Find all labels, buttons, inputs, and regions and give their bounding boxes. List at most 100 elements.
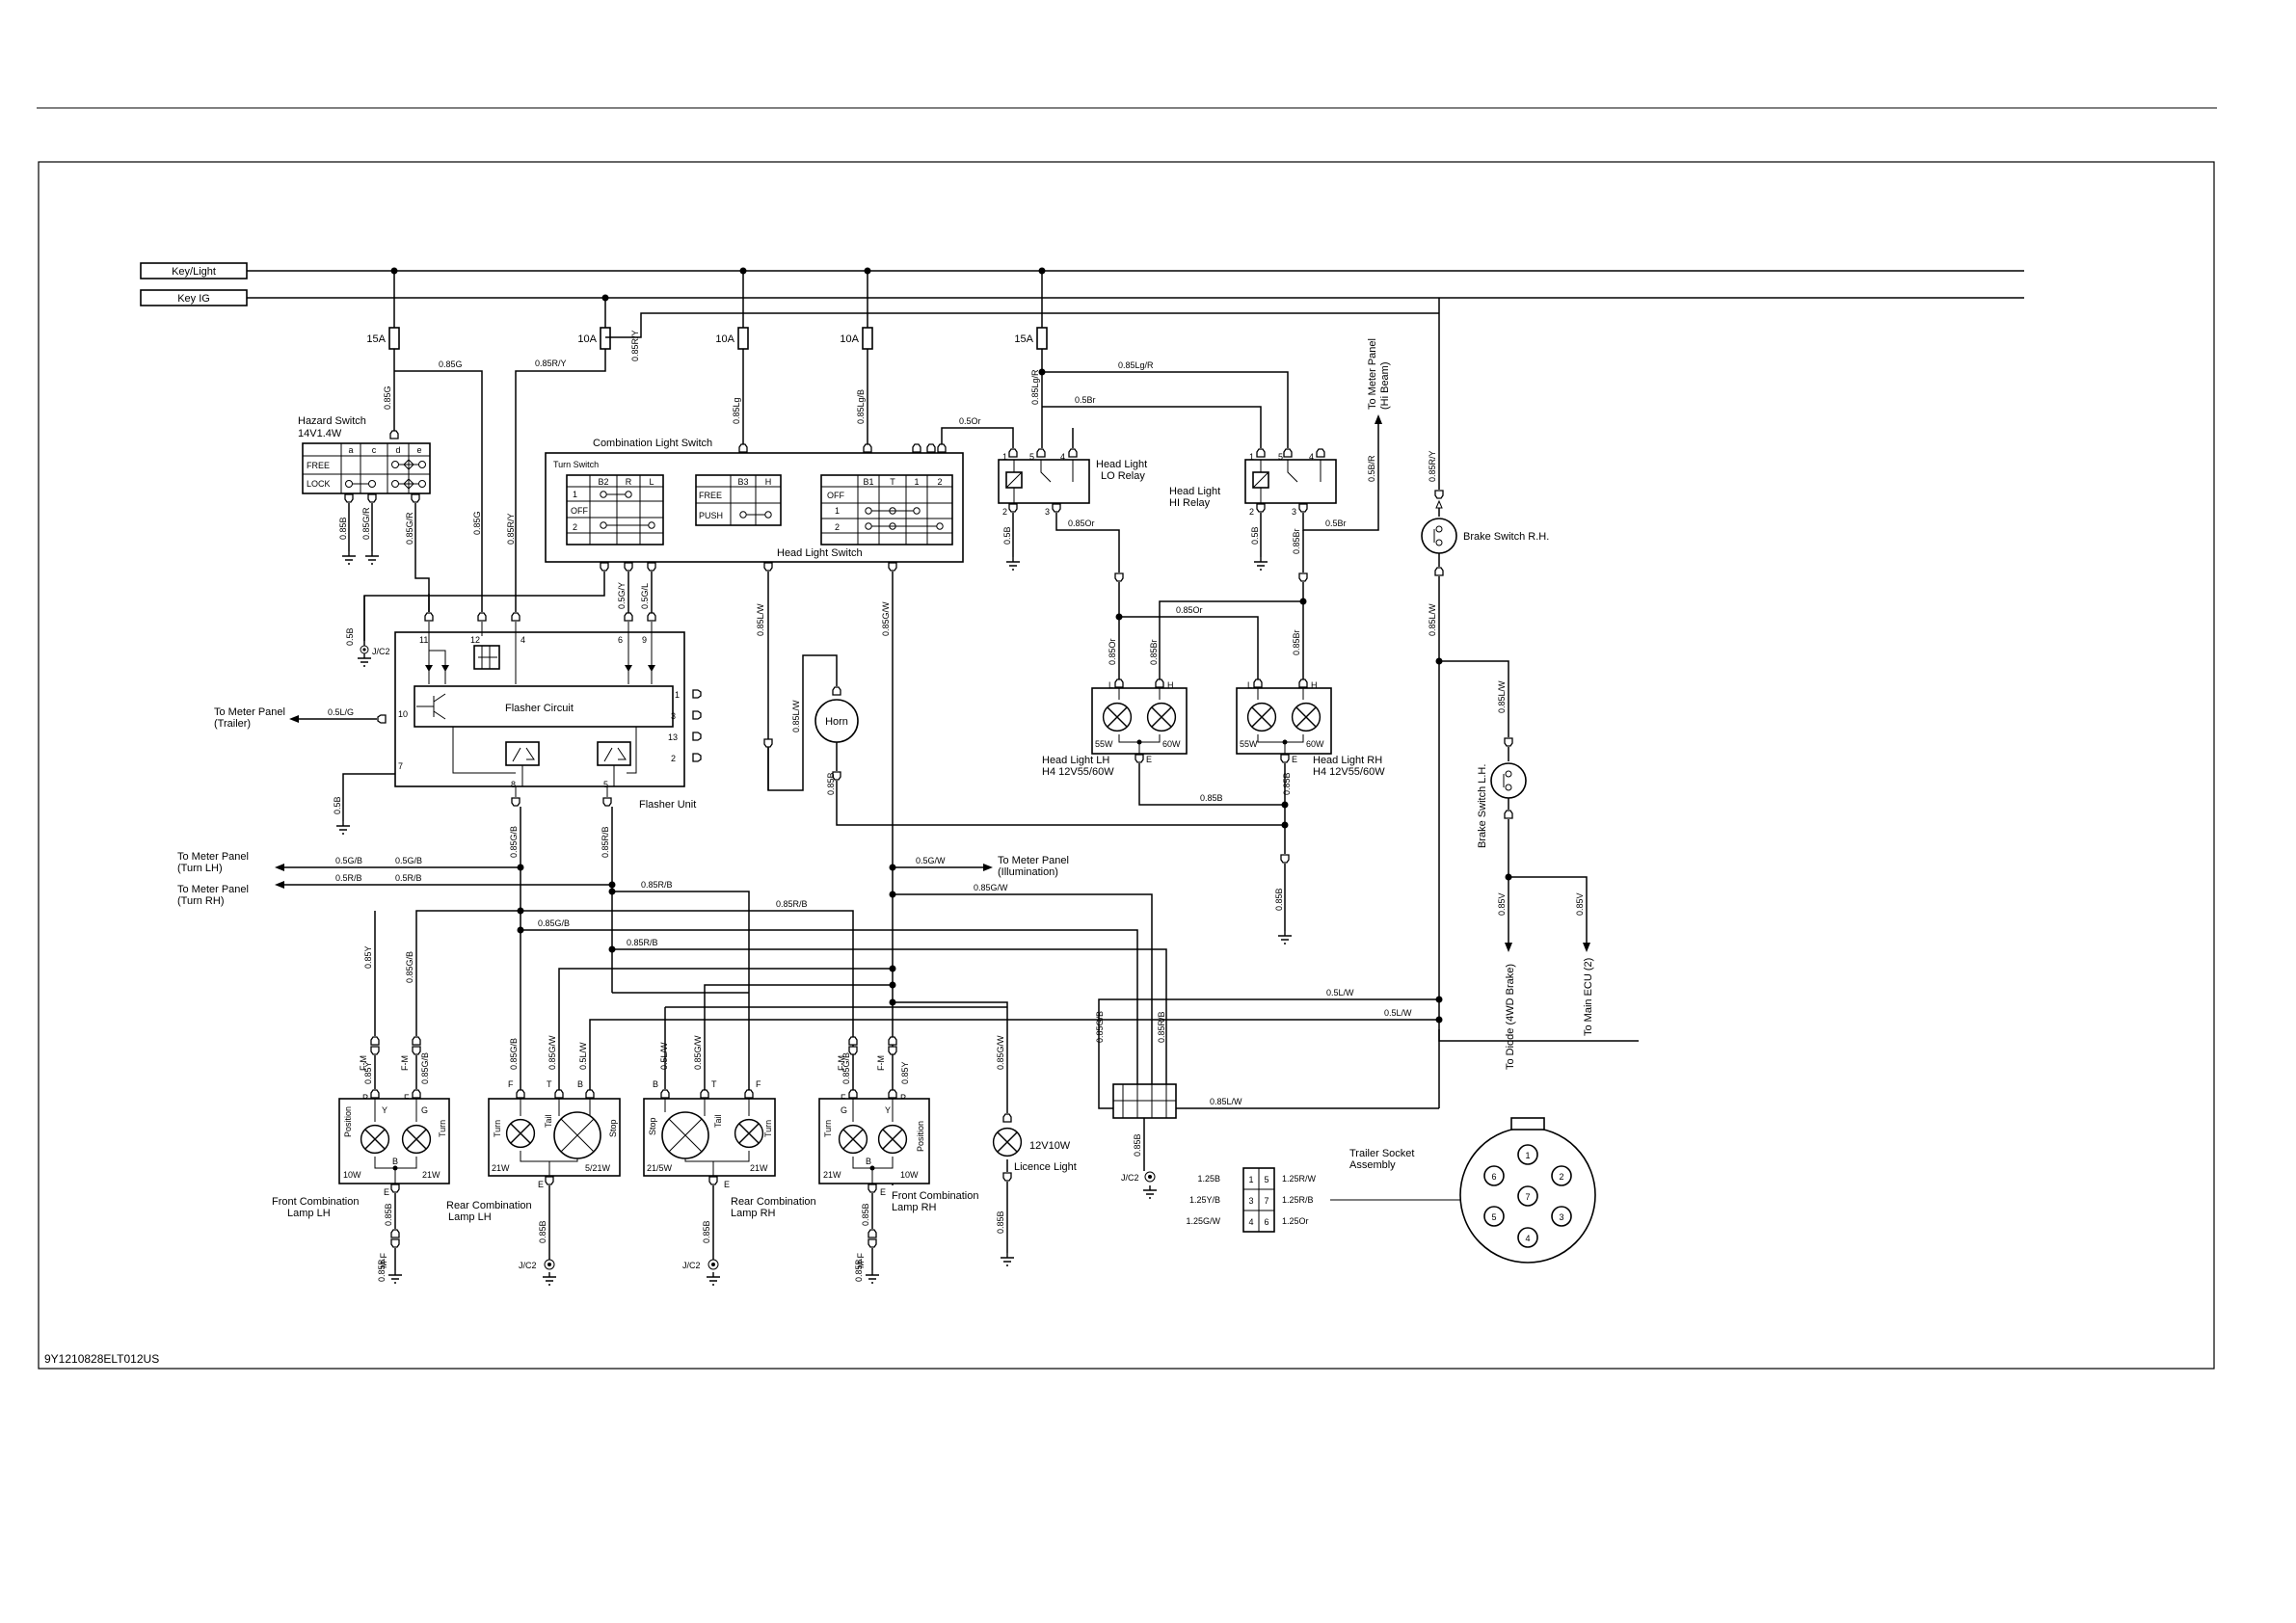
fuse-group: 15A 10A 10A 10A 15A 0.85R/Y 0.85R/Y 0.85… xyxy=(366,267,1440,612)
lamp-pin: B xyxy=(653,1079,658,1089)
fuse-label: 10A xyxy=(840,333,859,345)
hazard-switch-spec: 14V1.4W xyxy=(298,428,342,439)
wire-label: 0.85B xyxy=(702,1220,711,1243)
wire-label: 0.5G/Y xyxy=(617,582,627,609)
wire-label: 0.85B xyxy=(377,1259,387,1282)
socket-wire: 1.25Or xyxy=(1282,1216,1309,1226)
lamp-pin: E xyxy=(384,1187,389,1197)
lamp-name: Front Combination xyxy=(272,1196,360,1208)
head-switch-col: 2 xyxy=(937,477,942,487)
turn-switch-wires: 0.5G/Y 0.5G/L 0.5B J/C2 0.85L/W 0.85L/W … xyxy=(345,572,894,1185)
socket-wire: 1.25R/B xyxy=(1282,1195,1314,1205)
head-switch-row: OFF xyxy=(827,491,844,500)
wire-label: 0.85Br xyxy=(1292,629,1301,655)
head-light-spec: H4 12V55/60W xyxy=(1313,766,1385,778)
wire-label: 0.85B xyxy=(1282,772,1292,795)
licence-light: 0.85G/W 12V10W Licence Light 0.85B xyxy=(992,1035,1077,1266)
flasher-pin: 3 xyxy=(671,711,676,721)
wire-label: 0.85B xyxy=(996,1211,1005,1234)
horn-label: Horn xyxy=(825,716,848,728)
term-label: P xyxy=(900,1093,906,1103)
wire-label: 0.5B xyxy=(345,627,355,646)
wire-label: 0.5B/R xyxy=(1367,455,1376,482)
combination-light-switch: Combination Light Switch Turn Switch B2 … xyxy=(545,438,964,572)
wire-label: 0.85G/W xyxy=(693,1035,703,1070)
lamp-name: Lamp RH xyxy=(731,1208,776,1219)
horn-switch-row: FREE xyxy=(699,491,722,500)
wire-label: 0.85G/W xyxy=(547,1035,557,1070)
socket-pin: 2 xyxy=(1559,1172,1563,1182)
bus-key-ig-label: Key IG xyxy=(177,293,210,305)
wire-label: 0.5G/W xyxy=(916,856,946,865)
lamp-pin: F xyxy=(756,1079,761,1089)
lamp-pin: Y xyxy=(382,1105,387,1115)
lamp-name: Lamp LH xyxy=(287,1208,331,1219)
lamp-pin: T xyxy=(711,1079,717,1089)
flasher-pin: 10 xyxy=(398,709,408,719)
socket-wire: 1.25R/W xyxy=(1282,1174,1317,1184)
wire-label: 0.85Lg/R xyxy=(1118,360,1154,370)
socket-grid-pin: 5 xyxy=(1264,1175,1268,1184)
lamp-pin: G xyxy=(421,1105,428,1115)
wire-label: 0.85Lg xyxy=(732,397,741,424)
head-light-hi-relay: Head Light HI Relay 1 5 4 2 3 0.5B 0.5Br… xyxy=(1169,338,1391,572)
term-label: P xyxy=(362,1093,368,1103)
head-light-watt: 55W xyxy=(1240,739,1258,749)
lamp-label: Turn xyxy=(438,1120,447,1137)
head-light-lh: L H4 H 55W 60W E Head Light LH H4 12V55/… xyxy=(1042,678,1285,806)
jc2-label: J/C2 xyxy=(372,647,390,656)
to-meter-hi-label: To Meter Panel xyxy=(1367,338,1378,410)
licence-spec: 12V10W xyxy=(1029,1140,1071,1152)
lamp-label: Turn xyxy=(493,1120,502,1137)
turn-switch-title: Turn Switch xyxy=(553,460,599,469)
lamp-pin: T xyxy=(547,1079,552,1089)
head-light-name: Head Light RH xyxy=(1313,755,1382,766)
lamp-pin: B xyxy=(577,1079,583,1089)
lamp-label: Tail xyxy=(544,1114,553,1128)
bus-key-light: Key/Light xyxy=(140,262,2024,279)
flasher-circuit-label: Flasher Circuit xyxy=(505,703,574,714)
head-switch-col: B1 xyxy=(863,477,873,487)
wire-label: 0.85R/Y xyxy=(1428,450,1437,482)
brake-switch-lh: 0.85L/W Brake Switch L.H. 0.85V To Diode… xyxy=(1477,680,1594,1070)
wire-label: 0.85Y xyxy=(900,1061,910,1084)
head-light-wiring: 0.85Or 0.85Or 0.85Br 0.85Br xyxy=(1108,572,1308,684)
relay-name: Head Light xyxy=(1096,459,1147,470)
lamp-watt: 10W xyxy=(343,1170,361,1180)
wire-label: 0.85G xyxy=(472,511,482,535)
term-label: F xyxy=(841,1093,846,1103)
wire-label: 0.85R/Y xyxy=(630,330,640,361)
socket-wire: 1.25Y/B xyxy=(1189,1195,1220,1205)
front-combination-lamp-rh: F-M F-M 0.85G/B 0.85Y F P Turn Position … xyxy=(818,1036,979,1284)
drawing-frame xyxy=(38,161,2215,1370)
term-label: M-F xyxy=(856,1253,866,1268)
turn-switch-row: 1 xyxy=(573,490,577,499)
wire-label: 0.85G xyxy=(439,359,463,369)
fuse-10a-flasher xyxy=(600,327,611,350)
hazard-switch: Hazard Switch 14V1.4W a c d e FREE LOCK … xyxy=(298,415,431,565)
relay-pin: 3 xyxy=(1045,507,1050,517)
relay-pin: 1 xyxy=(1249,452,1254,462)
lamp-watt: 21W xyxy=(750,1163,768,1173)
wire-label: 0.5Br xyxy=(1325,519,1347,528)
relay-name: HI Relay xyxy=(1169,497,1211,509)
head-light-watt: 55W xyxy=(1095,739,1113,749)
wire-label: 0.85Y xyxy=(363,1061,373,1084)
lamp-label: Turn xyxy=(823,1120,833,1137)
head-switch-col: 1 xyxy=(914,477,919,487)
fuse-label: 15A xyxy=(366,333,386,345)
relay-pin: 5 xyxy=(1278,452,1283,462)
hazard-switch-title: Hazard Switch xyxy=(298,415,366,427)
wire-label: 0.85B xyxy=(861,1203,870,1226)
flasher-pin: 6 xyxy=(618,635,623,645)
head-light-watt: 60W xyxy=(1306,739,1324,749)
wire-label: 0.85G/B xyxy=(841,1052,851,1084)
head-light-rh: L H4 H 55W 60W E Head Light RH H4 12V55/… xyxy=(1236,678,1385,945)
relay-name: Head Light xyxy=(1169,486,1220,497)
wire-label: 0.85G/W xyxy=(881,601,891,636)
term-label: F-M xyxy=(837,1055,846,1071)
turn-switch-col: B2 xyxy=(598,477,608,487)
wire-label: 0.85B xyxy=(1200,793,1223,803)
wire-label: 0.85L/W xyxy=(756,603,765,636)
wire-label: 0.85G/B xyxy=(1095,1011,1105,1043)
